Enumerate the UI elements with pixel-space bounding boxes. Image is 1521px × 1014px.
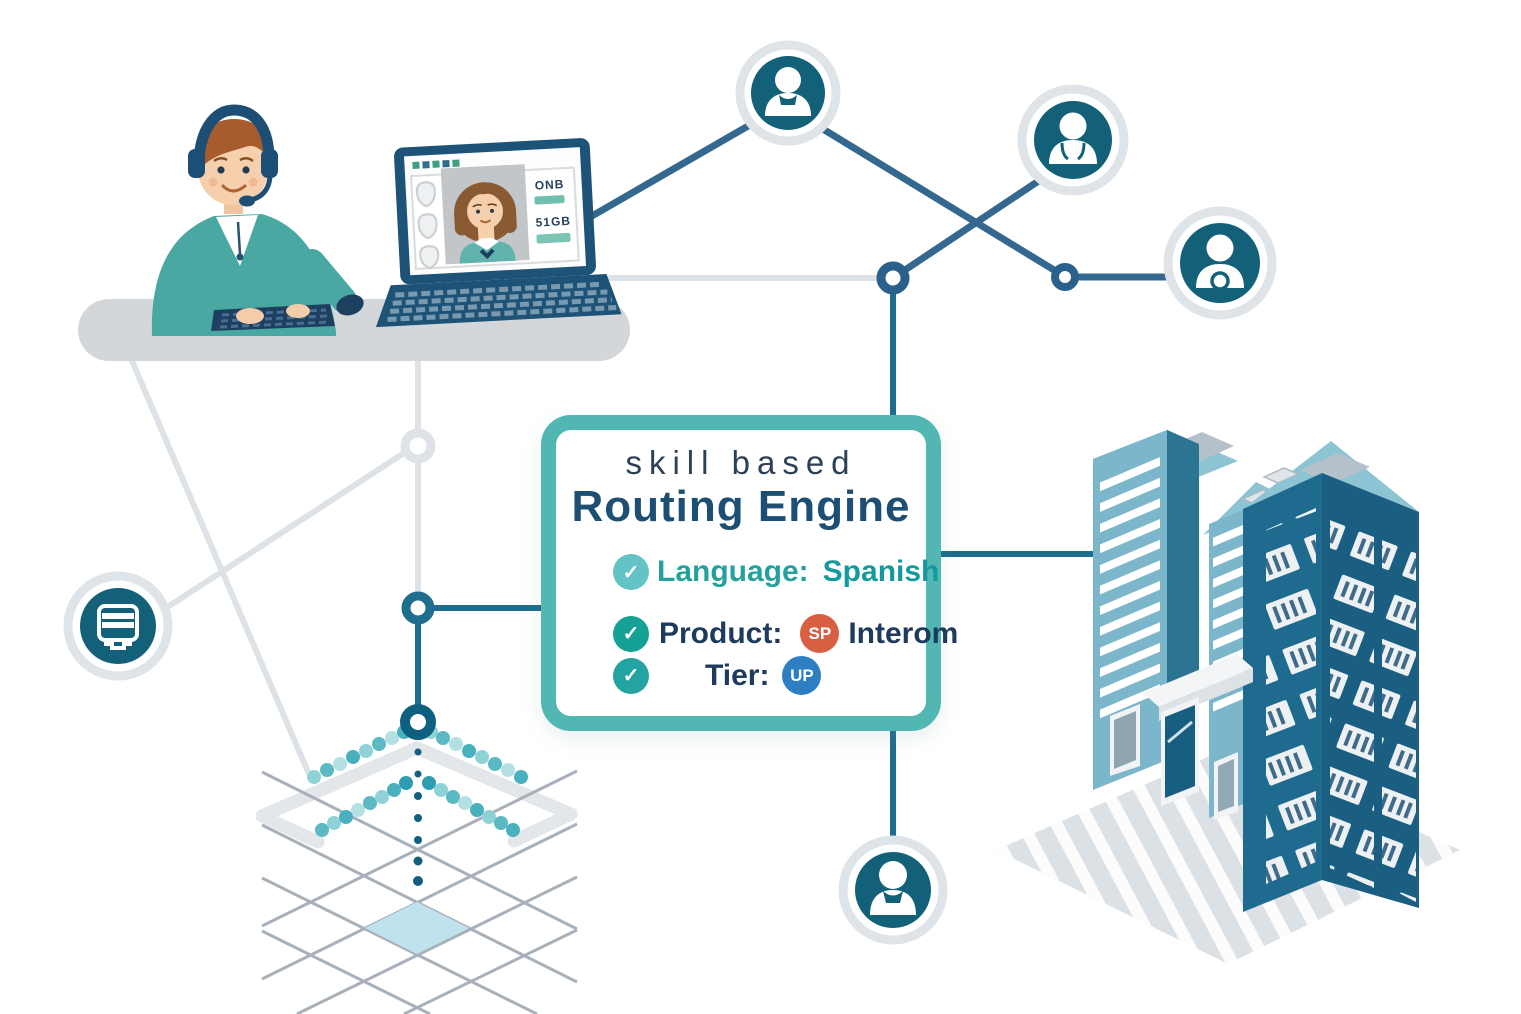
tower-louvers — [1100, 449, 1160, 726]
agent-smile — [221, 184, 247, 193]
avatar-pendant — [1210, 271, 1230, 291]
headset-band-icon — [193, 104, 275, 164]
agent-blush — [208, 177, 218, 187]
screen-toolbar-icons — [412, 159, 460, 169]
agent-brow — [239, 157, 254, 162]
queue-grid-icon — [255, 725, 578, 1014]
agent-brow — [213, 157, 228, 163]
photo-shirt — [459, 241, 516, 264]
network-nodes — [400, 261, 1079, 740]
entrance-door-glass — [1165, 705, 1195, 798]
agent-arm — [299, 249, 357, 313]
user-avatar-1 — [735, 40, 841, 146]
network-node-icon — [1051, 263, 1079, 291]
dotted-drop-line — [413, 748, 423, 886]
avatar-head — [1059, 112, 1087, 140]
headset-earcup-icon — [188, 149, 205, 178]
agent-eye — [217, 166, 225, 174]
connector-lines-teal — [415, 289, 1103, 845]
support-agent-illustration — [151, 104, 357, 336]
skill-value: Interom — [848, 616, 959, 650]
user-avatar-2 — [1017, 84, 1129, 196]
skill-label: Language: — [657, 555, 809, 588]
check-icon: ✓ — [613, 554, 649, 590]
avatar-stethoscope — [1060, 142, 1086, 161]
server-icon — [63, 571, 173, 681]
card-subtitle: skill based — [625, 444, 857, 481]
tier-badge: UP — [782, 656, 822, 695]
product-badge: SP — [800, 614, 840, 653]
user-avatar-3 — [1163, 206, 1277, 320]
laptop-keyboard — [375, 273, 622, 328]
agent-jacket — [151, 214, 336, 336]
screen-stat-label: 51GB — [535, 214, 571, 230]
network-node-icon — [876, 261, 910, 295]
skill-label: Tier: — [705, 658, 770, 692]
agent-lanyard — [236, 221, 242, 255]
connector-lines-steel — [588, 118, 1174, 281]
connector-lines-gray — [127, 275, 881, 775]
entrance-canopy — [1143, 654, 1253, 707]
avatar-head — [879, 861, 907, 889]
agent-hand — [286, 304, 310, 318]
network-node-gray — [400, 428, 436, 464]
roof-vent — [1262, 467, 1300, 484]
window-column — [1382, 521, 1416, 902]
skill-label: Product: — [659, 616, 783, 650]
mouse-icon — [336, 294, 364, 316]
agent-hair — [195, 119, 273, 174]
agent-hand — [236, 308, 264, 324]
routing-engine-card: skill based Routing Engine ✓ Language: S… — [541, 415, 958, 731]
network-node-icon — [401, 591, 435, 625]
card-title: Routing Engine — [571, 482, 911, 531]
user-avatar-4 — [838, 835, 948, 945]
laptop-illustration: ONB 51GB — [375, 138, 622, 328]
check-icon: ✓ — [613, 615, 649, 652]
agent-eye — [242, 166, 250, 174]
avatar-collar — [883, 891, 903, 903]
window-column — [1266, 508, 1316, 884]
skill-row-product: ✓ Product: SP Interom — [613, 614, 958, 653]
avatar-head — [775, 67, 801, 93]
agent-shirt — [216, 215, 258, 266]
avatar-shoulders — [1196, 264, 1244, 288]
highlighted-cell — [365, 902, 469, 954]
side-door — [1114, 711, 1136, 769]
gray-diamond-outline — [255, 741, 578, 849]
dot-chevron-rows — [307, 725, 528, 837]
photo-face — [467, 193, 504, 230]
screen-stat-label: ONB — [534, 177, 564, 193]
office-building-icon — [996, 430, 1460, 964]
avatar-collar — [779, 95, 797, 105]
skill-value: Spanish — [822, 555, 940, 588]
photo-collar — [474, 237, 499, 251]
agent-blush — [248, 177, 258, 187]
screen-stats: ONB 51GB — [534, 177, 571, 244]
customer-photo — [440, 164, 530, 265]
door-reflection — [1167, 720, 1193, 744]
avatar-head — [1206, 234, 1234, 262]
side-door — [1218, 759, 1234, 812]
skill-row-tier: ✓ Tier: UP — [613, 656, 822, 695]
check-icon: ✓ — [613, 657, 649, 694]
network-node-icon — [400, 704, 436, 740]
shield-icon-list — [415, 181, 440, 270]
agent-lanyard-pendant — [236, 253, 244, 261]
skill-row-language: ✓ Language: Spanish — [613, 554, 939, 590]
window-column — [1330, 500, 1374, 888]
headset-earcup-icon — [261, 149, 278, 178]
lattice-grid — [261, 769, 578, 1014]
headset-mic-tip — [239, 195, 255, 207]
